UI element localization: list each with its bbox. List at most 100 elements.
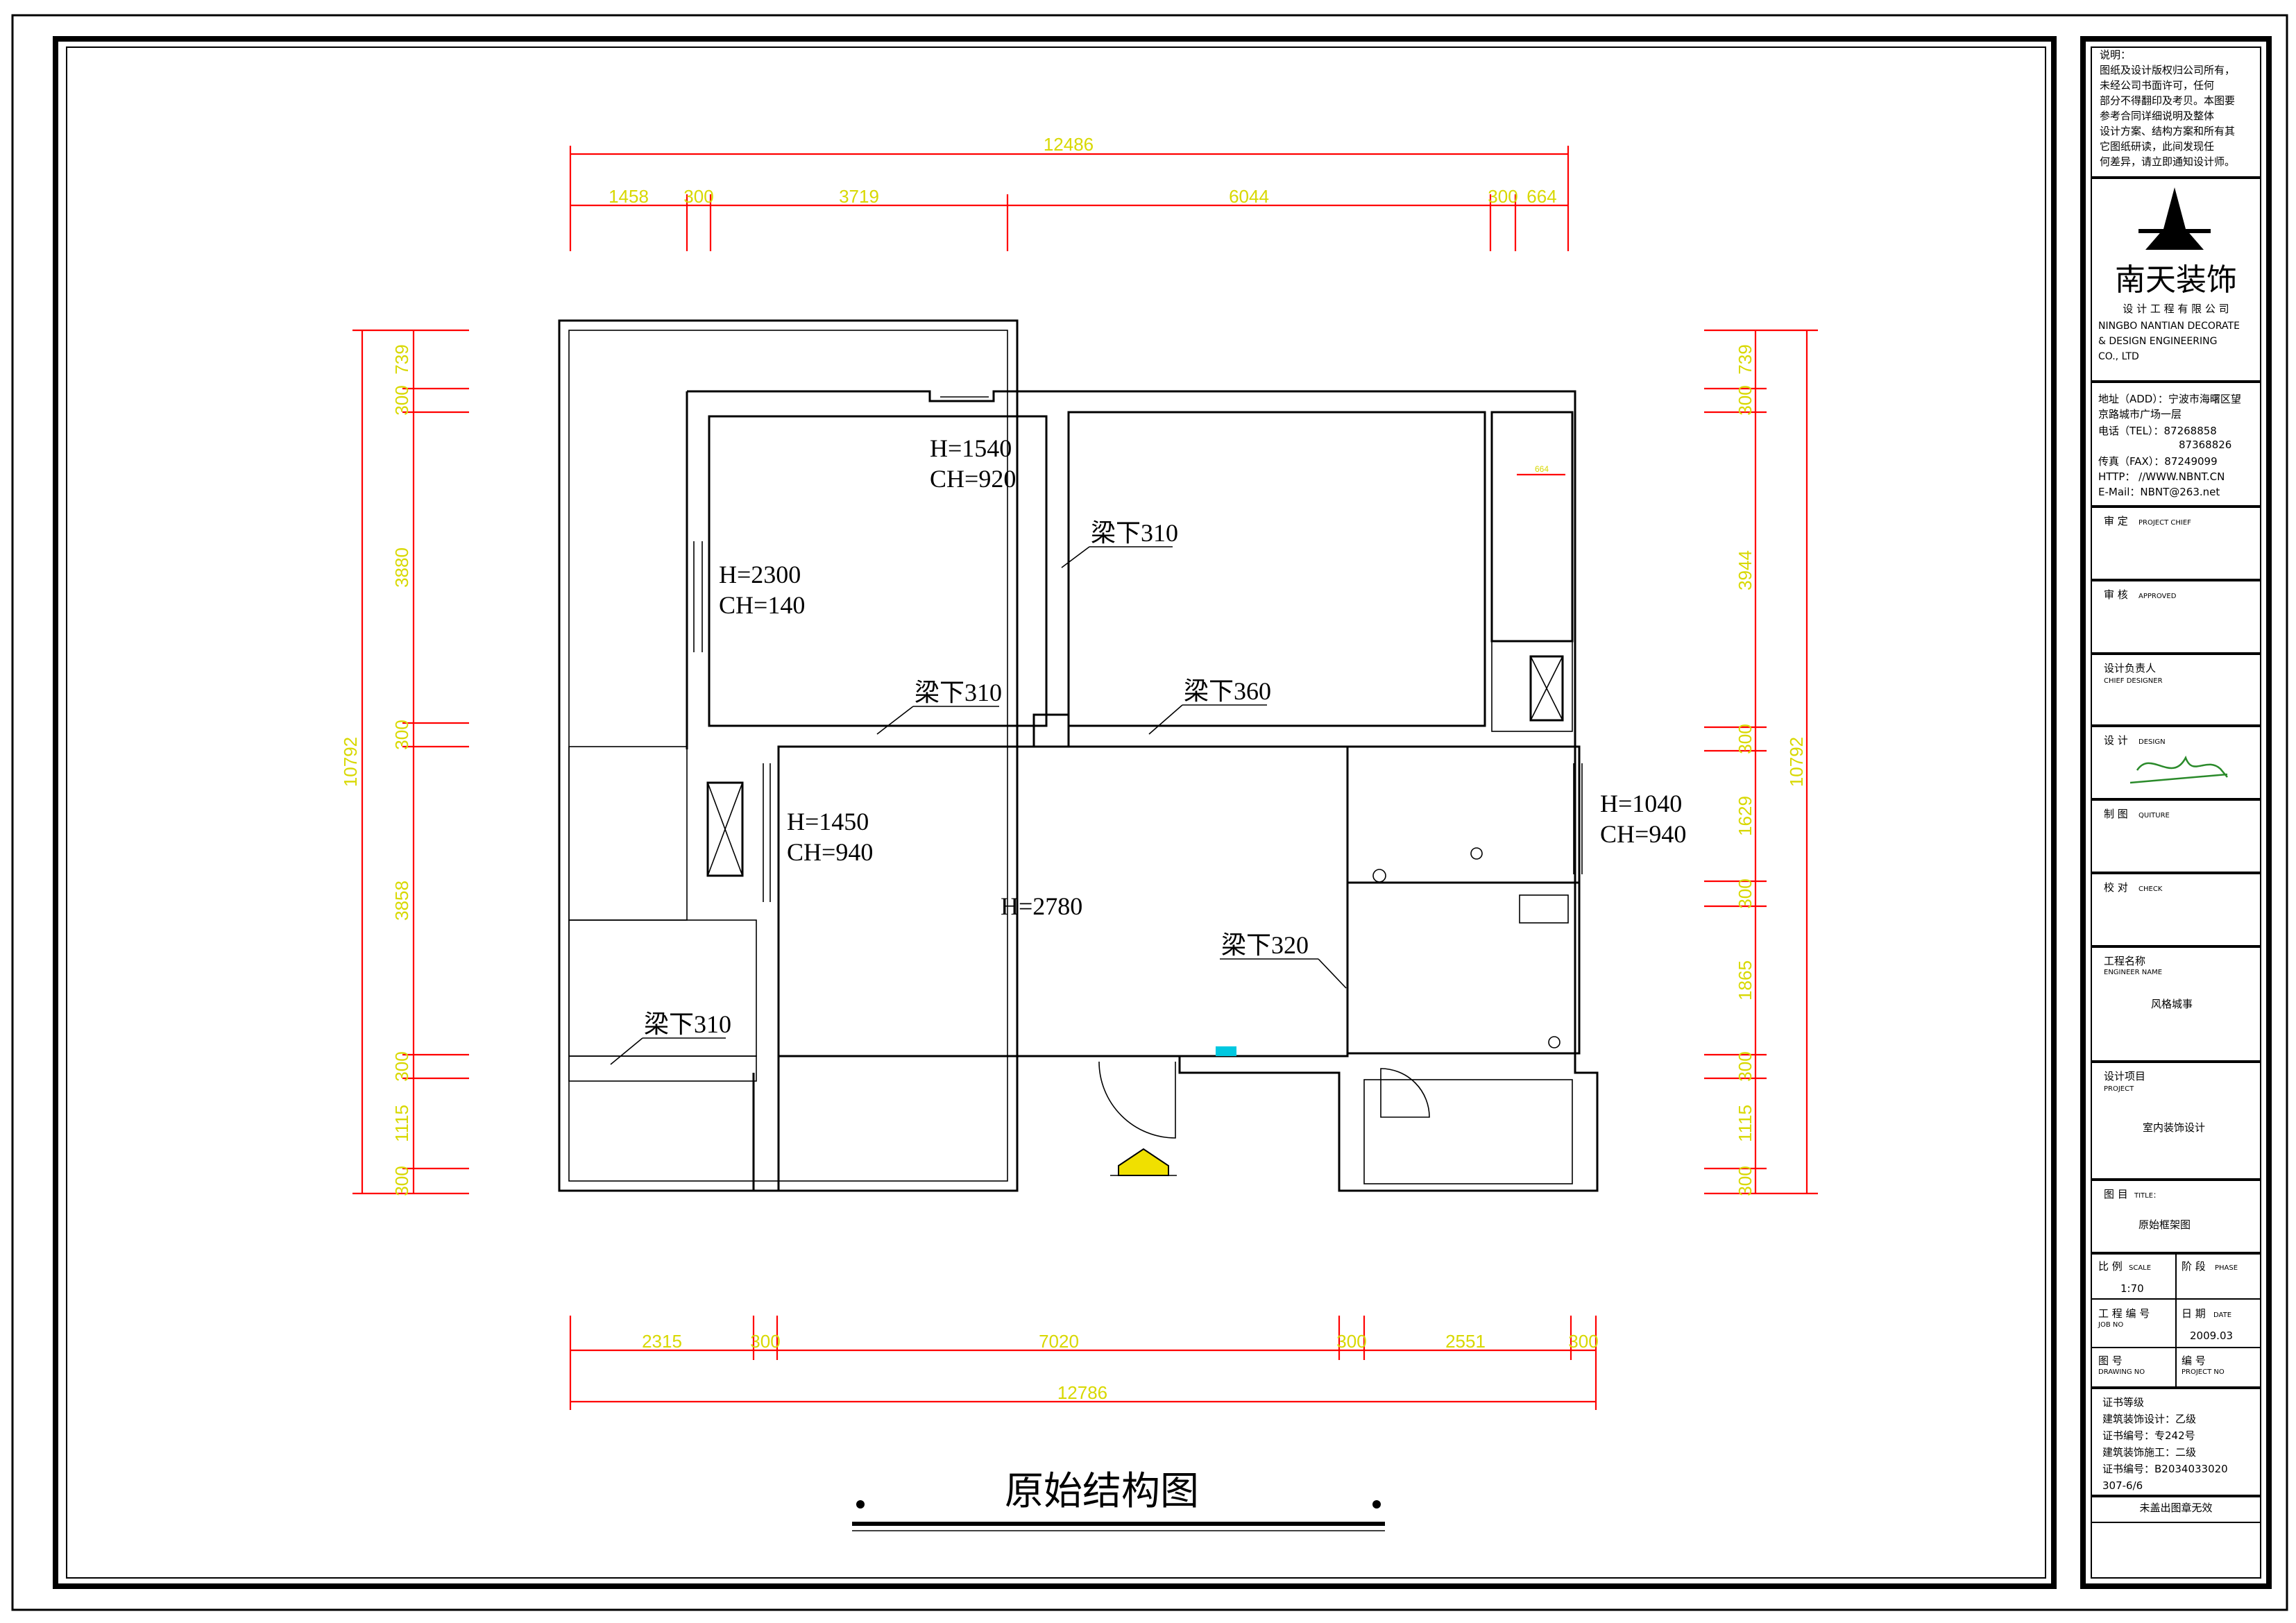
shaft-left	[706, 781, 744, 877]
tb-row-engineer-name: 工程名称 ENGINEER NAME 风格城事	[2104, 955, 2193, 1010]
signature-icon	[2129, 755, 2228, 784]
dim-right-seg: 300	[1735, 1166, 1755, 1196]
svg-text:审 核: 审 核	[2104, 588, 2128, 601]
company-en: & DESIGN ENGINEERING	[2098, 336, 2217, 347]
floor-plan: 664	[558, 319, 1599, 1192]
annotation-window-top: H=1540	[930, 434, 1012, 462]
dim-bottom-total: 12786	[1057, 1382, 1107, 1403]
dim-bottom-seg: 300	[750, 1331, 780, 1352]
company-en: CO., LTD	[2098, 351, 2139, 362]
dim-left-seg: 739	[391, 344, 412, 374]
title-block: 说明： 图纸及设计版权归公司所有， 未经公司书面许可，任何 部分不得翻印及考贝。…	[2091, 49, 2261, 1523]
dim-small-tag: 664	[1535, 464, 1549, 474]
title-value: 原始框架图	[2138, 1218, 2191, 1231]
svg-text:CHIEF DESIGNER: CHIEF DESIGNER	[2104, 677, 2163, 685]
contact-line: 地址（ADD）：宁波市海曙区望	[2098, 393, 2241, 405]
dim-right-seg: 1629	[1735, 796, 1755, 836]
cert-line: 建筑装饰设计：乙级	[2102, 1413, 2196, 1425]
drawing-no-label: 图 号	[2098, 1354, 2123, 1367]
dim-top-seg: 6044	[1229, 186, 1269, 207]
dim-right-seg: 3944	[1735, 550, 1755, 590]
phase-en: PHASE	[2215, 1264, 2238, 1272]
tb-row-project-chief: 审 定 PROJECT CHIEF	[2104, 515, 2191, 527]
dim-right-seg: 300	[1735, 878, 1755, 908]
annotation-window-right: CH=940	[1600, 820, 1686, 848]
job-label: 工 程 编 号	[2098, 1307, 2150, 1320]
tb-row-drafting: 制 图 QUITURE	[2104, 808, 2170, 820]
room-right-top	[1346, 745, 1581, 884]
svg-text:APPROVED: APPROVED	[2138, 593, 2177, 600]
svg-text:TITLE：: TITLE：	[2134, 1192, 2160, 1200]
dim-top-seg: 664	[1527, 186, 1556, 207]
dim-bottom-seg: 300	[1336, 1331, 1366, 1352]
balcony-outline	[558, 319, 1019, 1192]
note-line: 它图纸研读，此间发现任	[2100, 140, 2214, 153]
dim-left-seg: 1115	[391, 1105, 412, 1142]
annotation-beam: 梁下310	[1091, 519, 1178, 547]
contact-line: 87368826	[2179, 439, 2231, 451]
dim-right-seg: 300	[1735, 1051, 1755, 1081]
dimension-right: 10792 739 300 3944 300 1629 300 1865 300…	[1704, 329, 1818, 1196]
contact-line: 京路城市广场一层	[2098, 408, 2182, 420]
scale-label: 比 例	[2098, 1260, 2123, 1273]
date-value: 2009.03	[2190, 1329, 2233, 1342]
svg-text:设计项目: 设计项目	[2104, 1070, 2145, 1082]
annotation-window-right: H=1040	[1600, 790, 1682, 817]
entry-arrow-icon	[1110, 1148, 1177, 1176]
cert-line: 证书编号：B2034033020	[2102, 1463, 2228, 1475]
dim-left-total: 10792	[340, 737, 361, 787]
contact-line: 传真（FAX）：87249099	[2098, 455, 2218, 468]
annotation-window-top: CH=920	[930, 465, 1016, 493]
drawing-frame-inner	[66, 46, 2046, 1579]
entrance-marker	[1216, 1046, 1236, 1056]
cert-line: 建筑装饰施工：二级	[2102, 1446, 2196, 1459]
annotation-beam: 梁下320	[1221, 931, 1309, 959]
company-logo-icon	[2138, 187, 2211, 250]
svg-text:审 定: 审 定	[2104, 515, 2128, 527]
dimension-left: 10792 739 300 3880 300 3858 300 1115 300	[340, 329, 469, 1196]
annotation-beam: 梁下360	[1184, 677, 1271, 705]
svg-text:QUITURE: QUITURE	[2138, 812, 2170, 819]
company-subtitle: 设 计 工 程 有 限 公 司	[2123, 303, 2229, 315]
annotation-window-left-mid: H=1450	[787, 808, 869, 835]
dim-right-seg: 300	[1735, 385, 1755, 415]
dim-left-seg: 300	[391, 720, 412, 749]
svg-text:ENGINEER NAME: ENGINEER NAME	[2104, 969, 2162, 976]
annotation-ceiling-height: H=2780	[1001, 892, 1082, 920]
bedroom-2	[1067, 411, 1486, 727]
cert-line: 证书编号：专242号	[2102, 1429, 2195, 1442]
svg-text:工程名称: 工程名称	[2104, 955, 2145, 967]
dim-left-seg: 300	[391, 1166, 412, 1196]
svg-text:校 对: 校 对	[2104, 881, 2128, 894]
dimension-bottom: 2315 300 7020 300 2551 300 12786	[569, 1316, 1599, 1410]
tb-row-design: 设 计 DESIGN	[2104, 734, 2228, 784]
dim-bottom-seg: 2315	[642, 1331, 682, 1352]
tb-row-approved: 审 核 APPROVED	[2104, 588, 2177, 601]
dim-bottom-seg: 7020	[1039, 1331, 1079, 1352]
tb-row-check: 校 对 CHECK	[2104, 881, 2163, 894]
tb-row-project: 设计项目 PROJECT 室内装饰设计	[2104, 1070, 2205, 1134]
note-line: 图纸及设计版权归公司所有，	[2100, 64, 2235, 76]
contact-line: HTTP： //WWW.NBNT.CN	[2098, 470, 2225, 483]
engineer-name-value: 风格城事	[2151, 998, 2193, 1010]
dim-bottom-seg: 300	[1568, 1331, 1598, 1352]
dim-right-total: 10792	[1786, 737, 1807, 787]
note-line: 未经公司书面许可，任何	[2100, 79, 2214, 92]
notes-heading: 说明：	[2100, 49, 2131, 61]
svg-text:PROJECT: PROJECT	[2104, 1085, 2134, 1093]
outer-border	[11, 14, 2288, 1611]
dim-left-seg: 3880	[391, 547, 412, 588]
svg-text:设计负责人: 设计负责人	[2104, 662, 2156, 674]
annotation-window-left-top: H=2300	[719, 561, 801, 588]
drawing-frame	[53, 36, 2057, 1589]
project-value: 室内装饰设计	[2143, 1121, 2205, 1134]
tb-row-chief-designer: 设计负责人 CHIEF DESIGNER	[2104, 662, 2163, 685]
dim-left-seg: 300	[391, 1051, 412, 1081]
shaft-right	[1529, 655, 1564, 722]
dimension-top: 12486 1458 300 3719 6044 300 664	[569, 134, 1570, 251]
dim-right-seg: 739	[1735, 344, 1755, 374]
dim-left-seg: 300	[391, 385, 412, 415]
svg-text:PROJECT CHIEF: PROJECT CHIEF	[2138, 519, 2191, 527]
dim-right-seg: 1115	[1735, 1105, 1755, 1142]
